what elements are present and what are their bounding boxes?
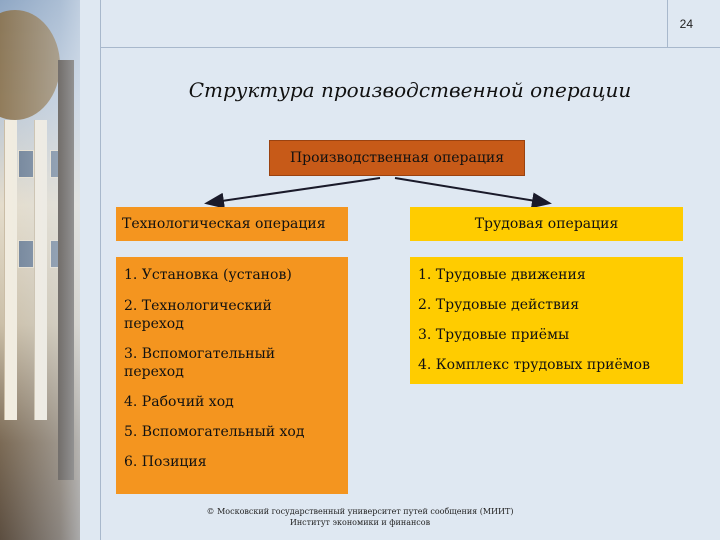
left-item: 1. Установка (установ) bbox=[124, 267, 292, 283]
left-item: 4. Рабочий ход bbox=[124, 394, 234, 410]
footer: © Московский государственный университет… bbox=[200, 506, 520, 528]
right-list-box: 1. Трудовые движения 2. Трудовые действи… bbox=[410, 257, 683, 384]
left-item: 2. Технологический переход bbox=[124, 298, 272, 332]
root-box: Производственная операция bbox=[269, 140, 525, 176]
right-item: 4. Комплекс трудовых приёмов bbox=[418, 357, 650, 373]
right-header-box: Трудовая операция bbox=[410, 207, 683, 241]
left-list-box: 1. Установка (установ) 2. Технологически… bbox=[116, 257, 348, 494]
slide-title: Структура производственной операции bbox=[188, 78, 632, 102]
right-item: 2. Трудовые действия bbox=[418, 297, 580, 313]
frame-vertical-line bbox=[100, 0, 101, 540]
left-header-box: Технологическая операция bbox=[116, 207, 348, 241]
frame-horizontal-line bbox=[100, 47, 720, 48]
right-item: 3. Трудовые приёмы bbox=[418, 327, 570, 343]
left-item: 3. Вспомогательный переход bbox=[124, 346, 276, 380]
arrow-right bbox=[394, 177, 552, 209]
footer-line-1: © Московский государственный университет… bbox=[206, 507, 514, 516]
arrow-left bbox=[204, 177, 381, 209]
footer-line-2: Институт экономики и финансов bbox=[289, 518, 431, 527]
left-item: 5. Вспомогательный ход bbox=[124, 424, 305, 440]
page-number: 24 bbox=[679, 17, 693, 31]
right-item: 1. Трудовые движения bbox=[418, 267, 586, 283]
page-number-box: 24 bbox=[667, 0, 720, 47]
left-item: 6. Позиция bbox=[124, 454, 207, 470]
